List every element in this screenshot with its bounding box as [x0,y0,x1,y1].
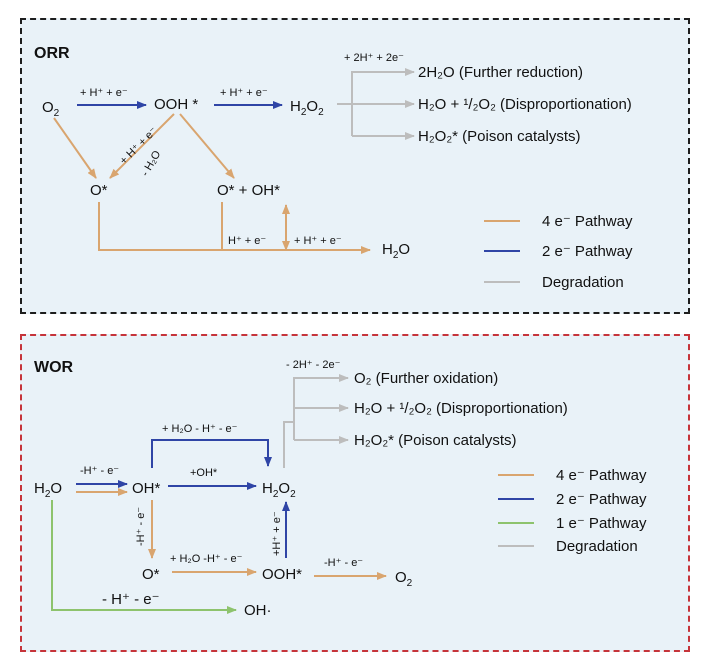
orr-label-degr: + 2H⁺ + 2e⁻ [344,52,404,64]
wor-oh-star: OH* [132,480,161,497]
wor-label-h2o-oh: -H⁺ - e⁻ [80,465,119,477]
wor-diagram: WOR H2O OH* H2O2 O* OOH* O2 OH· -H⁺ - e⁻… [34,359,647,619]
orr-arrow-ooh-ostar [109,113,175,179]
orr-label-ooh-h2o2: + H⁺ + e⁻ [220,87,268,99]
orr-label-bottom-2: + H⁺ + e⁻ [294,235,342,247]
orr-o-oh-star: O* + OH* [217,182,280,199]
wor-label-oh-plus-oh: +OH* [190,467,218,479]
wor-product-poison: H₂O₂* (Poison catalysts) [354,432,517,449]
orr-label-o2-ooh: + H⁺ + e⁻ [80,87,128,99]
wor-arrow-oh-top [151,439,272,468]
wor-h2o2: H2O2 [262,480,296,500]
orr-product-dispro: H₂O + ¹/₂O₂ (Disproportionation) [418,96,632,113]
wor-title: WOR [34,359,74,376]
orr-legend-2e: 2 e⁻ Pathway [542,243,633,260]
orr-o2: O2 [42,99,60,119]
wor-label-ooh-h2o2: +H⁺ + e⁻ [271,511,283,556]
wor-product-further: O₂ (Further oxidation) [354,370,498,387]
wor-arrow-h2o-ohrad [51,500,237,614]
wor-oh-radical: OH· [244,602,272,619]
orr-arrow-ooh-oohstar [179,113,235,179]
orr-ooh: OOH * [154,96,198,113]
wor-h2o: H2O [34,480,62,500]
orr-diagram: ORR O2 OOH * H2O2 O* O* + OH* H2O + H⁺ +… [34,45,633,291]
orr-product-poison: H₂O₂* (Poison catalysts) [418,128,581,145]
wor-legend-1e: 1 e⁻ Pathway [556,515,647,532]
wor-degr-stub [283,421,294,468]
orr-h2o: H2O [382,241,410,261]
wor-label-oh-o: -H⁺ - e⁻ [135,507,147,546]
orr-h2o2: H2O2 [290,98,324,118]
orr-label-bottom-1: H⁺ + e⁻ [228,235,266,247]
orr-product-further: 2H₂O (Further reduction) [418,64,583,81]
orr-arrow-ostar-h2o [98,202,371,254]
wor-label-one-e: - H⁺ - e⁻ [102,591,160,608]
wor-degr-arrow-dispro [293,404,349,422]
orr-degr-arrow-further [351,68,415,136]
orr-title: ORR [34,45,70,62]
wor-o2: O2 [395,569,413,589]
wor-product-dispro: H₂O + ¹/₂O₂ (Disproportionation) [354,400,568,417]
wor-label-o-ooh: + H₂O -H⁺ - e⁻ [170,553,243,565]
wor-legend-2e: 2 e⁻ Pathway [556,491,647,508]
orr-legend-4e: 4 e⁻ Pathway [542,213,633,230]
orr-label-ooh-o-2: - H₂O [139,148,163,178]
wor-o-star: O* [142,566,160,583]
wor-legend-4e: 4 e⁻ Pathway [556,467,647,484]
wor-label-ooh-o2: -H⁺ - e⁻ [324,557,363,569]
wor-panel: WOR H2O OH* H2O2 O* OOH* O2 OH· -H⁺ - e⁻… [20,334,690,652]
orr-panel: ORR O2 OOH * H2O2 O* O* + OH* H2O + H⁺ +… [20,18,690,314]
wor-label-degr: - 2H⁺ - 2e⁻ [286,359,341,371]
wor-legend-degr: Degradation [556,538,638,555]
wor-ooh-star: OOH* [262,566,302,583]
orr-arrow-o2-ostar [53,117,97,179]
wor-label-oh-top: + H₂O - H⁺ - e⁻ [162,423,238,435]
orr-o-star: O* [90,182,108,199]
orr-legend-degr: Degradation [542,274,624,291]
